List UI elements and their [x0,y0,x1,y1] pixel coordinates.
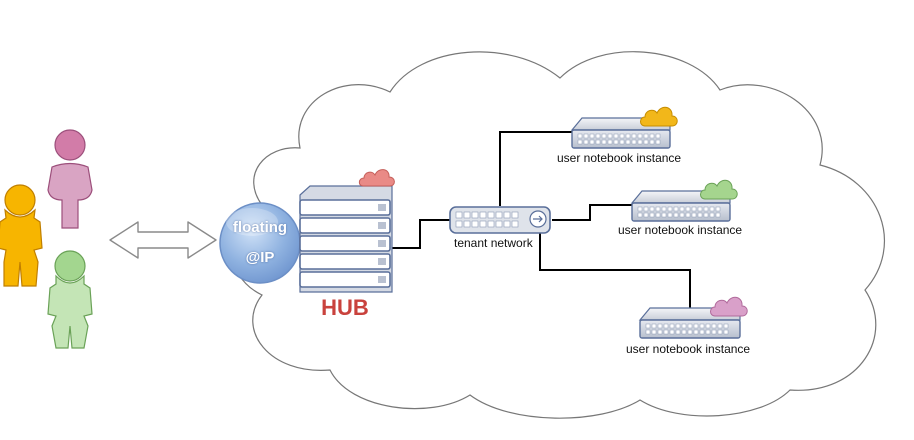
server-rack-icon [299,185,393,293]
bidirectional-arrow-icon [109,221,217,259]
cloud-icon [700,179,738,200]
server-icon [570,117,671,149]
network-links [392,131,691,312]
user-icon [47,129,93,229]
tenant-network-label: tenant network [454,236,533,250]
link-switch-instance-2 [552,204,632,221]
floating-ip-label-2: @IP [245,249,275,266]
floating-ip-label-1: floating [232,219,288,236]
link-switch-instance-1 [499,131,572,206]
user-icon [0,184,43,287]
user-icon [47,250,93,349]
switch-icon [449,206,551,234]
server-icon [638,307,741,339]
instance-label-2: user notebook instance [618,223,743,237]
instance-label-3: user notebook instance [626,342,751,356]
link-hub-switch [392,219,452,249]
link-switch-instance-3 [539,230,691,312]
instance-label-1: user notebook instance [557,151,682,165]
floating-ip-globe [219,202,301,284]
cloud-icon [358,169,395,187]
hub-label: HUB [321,295,369,320]
cloud-icon [640,106,678,127]
cloud-icon [710,296,748,317]
